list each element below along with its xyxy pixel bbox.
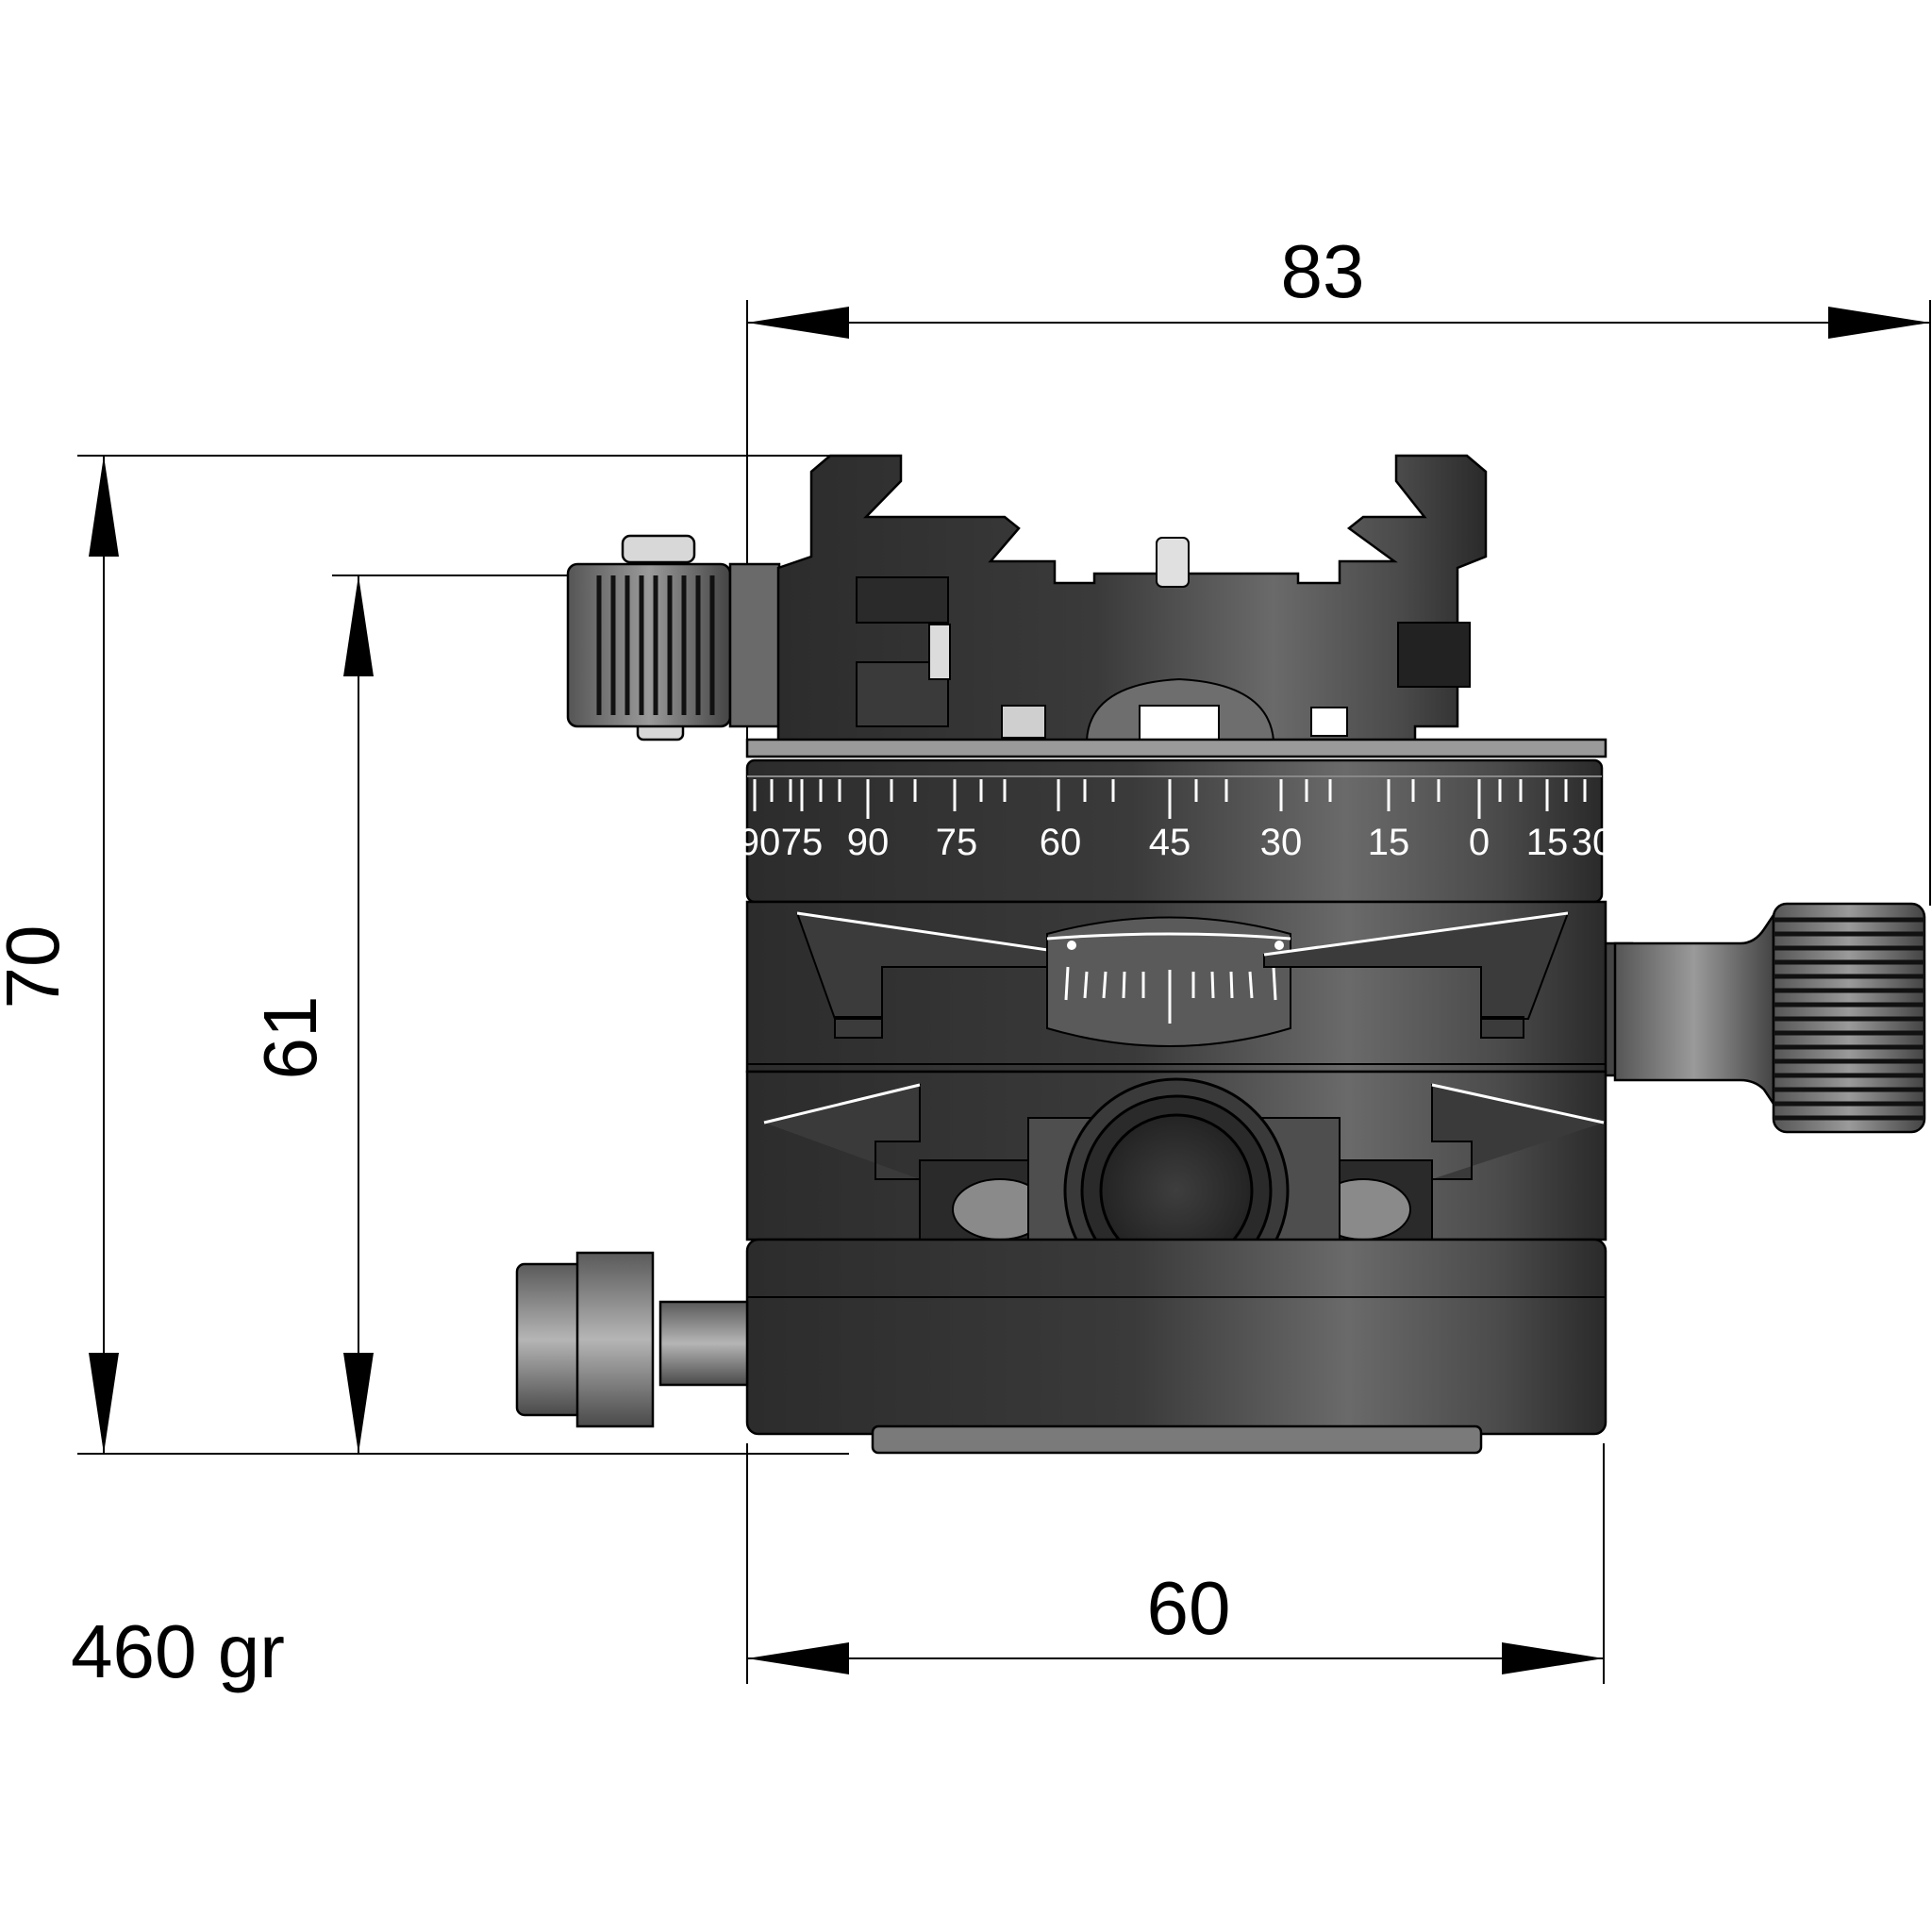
release-knob-left	[515, 1251, 749, 1428]
scale-label-10: 30	[1572, 822, 1614, 863]
dimension-70-label: 70	[0, 925, 75, 1009]
scale-label-0: 90	[739, 822, 781, 863]
scale-label-8: 0	[1469, 822, 1490, 863]
dimension-60-label: 60	[1147, 1566, 1231, 1650]
scale-label-1: 75	[781, 822, 824, 863]
scale-label-6: 30	[1260, 822, 1303, 863]
dimension-61-label: 61	[248, 996, 332, 1080]
base-ring	[745, 1238, 1607, 1455]
scale-label-5: 45	[1149, 822, 1191, 863]
rotation-body-upper	[745, 900, 1607, 1074]
clamp-knob-right	[1602, 902, 1926, 1134]
scale-label-4: 60	[1040, 822, 1082, 863]
scale-ring: 90 75 90 75 60 45 30 15 0 15 30	[739, 758, 1614, 904]
clamp-jaws	[776, 454, 1488, 742]
scale-label-7: 15	[1368, 822, 1410, 863]
panoramic-head-illustration: 90 75 90 75 60 45 30 15 0 15 30	[515, 454, 1926, 1455]
weight-label: 460 gr	[71, 1609, 285, 1693]
dimension-83-label: 83	[1281, 229, 1365, 313]
clamp-knob-left	[566, 534, 781, 741]
scale-label-3: 75	[936, 822, 978, 863]
mounting-plate	[745, 738, 1607, 758]
scale-label-9: 15	[1526, 822, 1569, 863]
scale-label-2: 90	[847, 822, 890, 863]
dimension-lines	[77, 300, 1931, 1684]
